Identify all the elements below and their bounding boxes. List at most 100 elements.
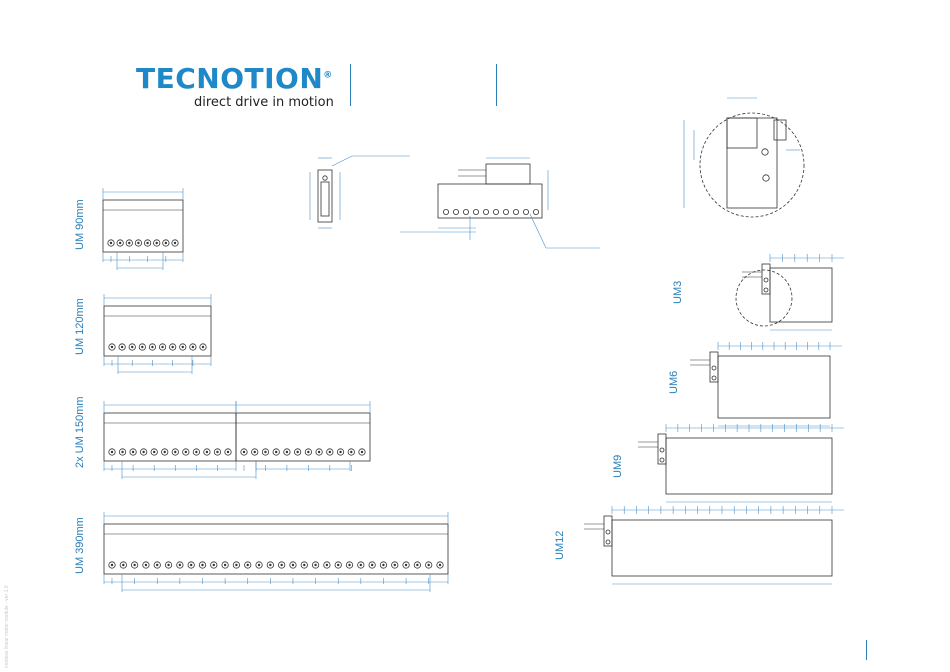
leader-line bbox=[530, 214, 546, 248]
hole-center bbox=[326, 564, 328, 566]
drawing-um12 bbox=[584, 506, 844, 584]
drawing-detail-view bbox=[684, 98, 804, 217]
hole-center bbox=[371, 564, 373, 566]
screw-hole bbox=[606, 530, 610, 534]
hole-center bbox=[119, 242, 121, 244]
hole-center bbox=[110, 242, 112, 244]
hole-center bbox=[329, 451, 331, 453]
screw-hole bbox=[660, 458, 664, 462]
hole-center bbox=[174, 451, 176, 453]
hole-center bbox=[132, 451, 134, 453]
mounting-hole bbox=[443, 209, 448, 214]
hole-center bbox=[161, 346, 163, 348]
hole-center bbox=[216, 451, 218, 453]
mounting-hole bbox=[453, 209, 458, 214]
hole-center bbox=[227, 451, 229, 453]
hole-center bbox=[206, 451, 208, 453]
hole-center bbox=[224, 564, 226, 566]
profile-body bbox=[318, 170, 332, 222]
hole-center bbox=[360, 564, 362, 566]
hole-center bbox=[111, 346, 113, 348]
mounting-hole bbox=[493, 209, 498, 214]
callout-circle bbox=[736, 270, 792, 326]
screw-hole bbox=[763, 175, 769, 181]
hole-center bbox=[146, 242, 148, 244]
mounting-hole bbox=[473, 209, 478, 214]
drawing-um6 bbox=[690, 342, 842, 426]
hole-center bbox=[361, 451, 363, 453]
hole-center bbox=[156, 564, 158, 566]
connector-housing bbox=[762, 264, 770, 294]
hole-center bbox=[111, 564, 113, 566]
hole-center bbox=[348, 564, 350, 566]
module-body bbox=[103, 200, 183, 252]
detail-connector bbox=[727, 118, 757, 148]
screw-hole bbox=[762, 149, 768, 155]
mounting-hole bbox=[463, 209, 468, 214]
coil-body bbox=[666, 438, 832, 494]
drawing-um150 bbox=[104, 401, 370, 479]
hole-center bbox=[405, 564, 407, 566]
hole-center bbox=[247, 564, 249, 566]
mounting-hole bbox=[513, 209, 518, 214]
screw-hole bbox=[712, 376, 716, 380]
drawing-um90 bbox=[103, 188, 183, 270]
hole-center bbox=[213, 564, 215, 566]
hole-center bbox=[182, 346, 184, 348]
hole-center bbox=[141, 346, 143, 348]
mounting-hole bbox=[533, 209, 538, 214]
hole-center bbox=[121, 451, 123, 453]
hole-center bbox=[254, 451, 256, 453]
hole-center bbox=[121, 346, 123, 348]
coil-body bbox=[770, 268, 832, 322]
coil-body bbox=[612, 520, 832, 576]
hole-center bbox=[243, 451, 245, 453]
detail-body bbox=[727, 118, 777, 208]
hole-center bbox=[195, 451, 197, 453]
hole-center bbox=[264, 451, 266, 453]
hole-center bbox=[394, 564, 396, 566]
hole-center bbox=[151, 346, 153, 348]
coil-body bbox=[718, 356, 830, 418]
hole-center bbox=[314, 564, 316, 566]
drawing-side-view bbox=[310, 156, 410, 228]
hole-center bbox=[280, 564, 282, 566]
hole-center bbox=[296, 451, 298, 453]
hole-center bbox=[179, 564, 181, 566]
hole-center bbox=[156, 242, 158, 244]
hole-center bbox=[192, 346, 194, 348]
hole-center bbox=[128, 242, 130, 244]
hole-center bbox=[416, 564, 418, 566]
hole-center bbox=[307, 451, 309, 453]
screw-hole bbox=[660, 448, 664, 452]
connector-block bbox=[486, 164, 530, 184]
hole-center bbox=[111, 451, 113, 453]
connector-housing bbox=[604, 516, 612, 546]
hole-center bbox=[131, 346, 133, 348]
screw-hole bbox=[764, 288, 768, 292]
module-body bbox=[236, 413, 370, 461]
hole-center bbox=[292, 564, 294, 566]
connector-housing bbox=[710, 352, 718, 382]
mounting-hole bbox=[483, 209, 488, 214]
module-body bbox=[104, 306, 211, 356]
hole-center bbox=[153, 451, 155, 453]
drawing-front-view bbox=[400, 158, 600, 248]
hole-center bbox=[142, 451, 144, 453]
profile-slot bbox=[321, 182, 329, 216]
connector-housing bbox=[658, 434, 666, 464]
hole-center bbox=[337, 564, 339, 566]
hole-center bbox=[137, 242, 139, 244]
hole-center bbox=[145, 564, 147, 566]
hole-center bbox=[190, 564, 192, 566]
module-body bbox=[104, 413, 236, 461]
mounting-hole bbox=[523, 209, 528, 214]
hole-center bbox=[133, 564, 135, 566]
detail-circle bbox=[700, 113, 804, 217]
hole-center bbox=[269, 564, 271, 566]
screw-hole bbox=[712, 366, 716, 370]
hole-center bbox=[382, 564, 384, 566]
hole-center bbox=[201, 564, 203, 566]
mounting-hole bbox=[503, 209, 508, 214]
